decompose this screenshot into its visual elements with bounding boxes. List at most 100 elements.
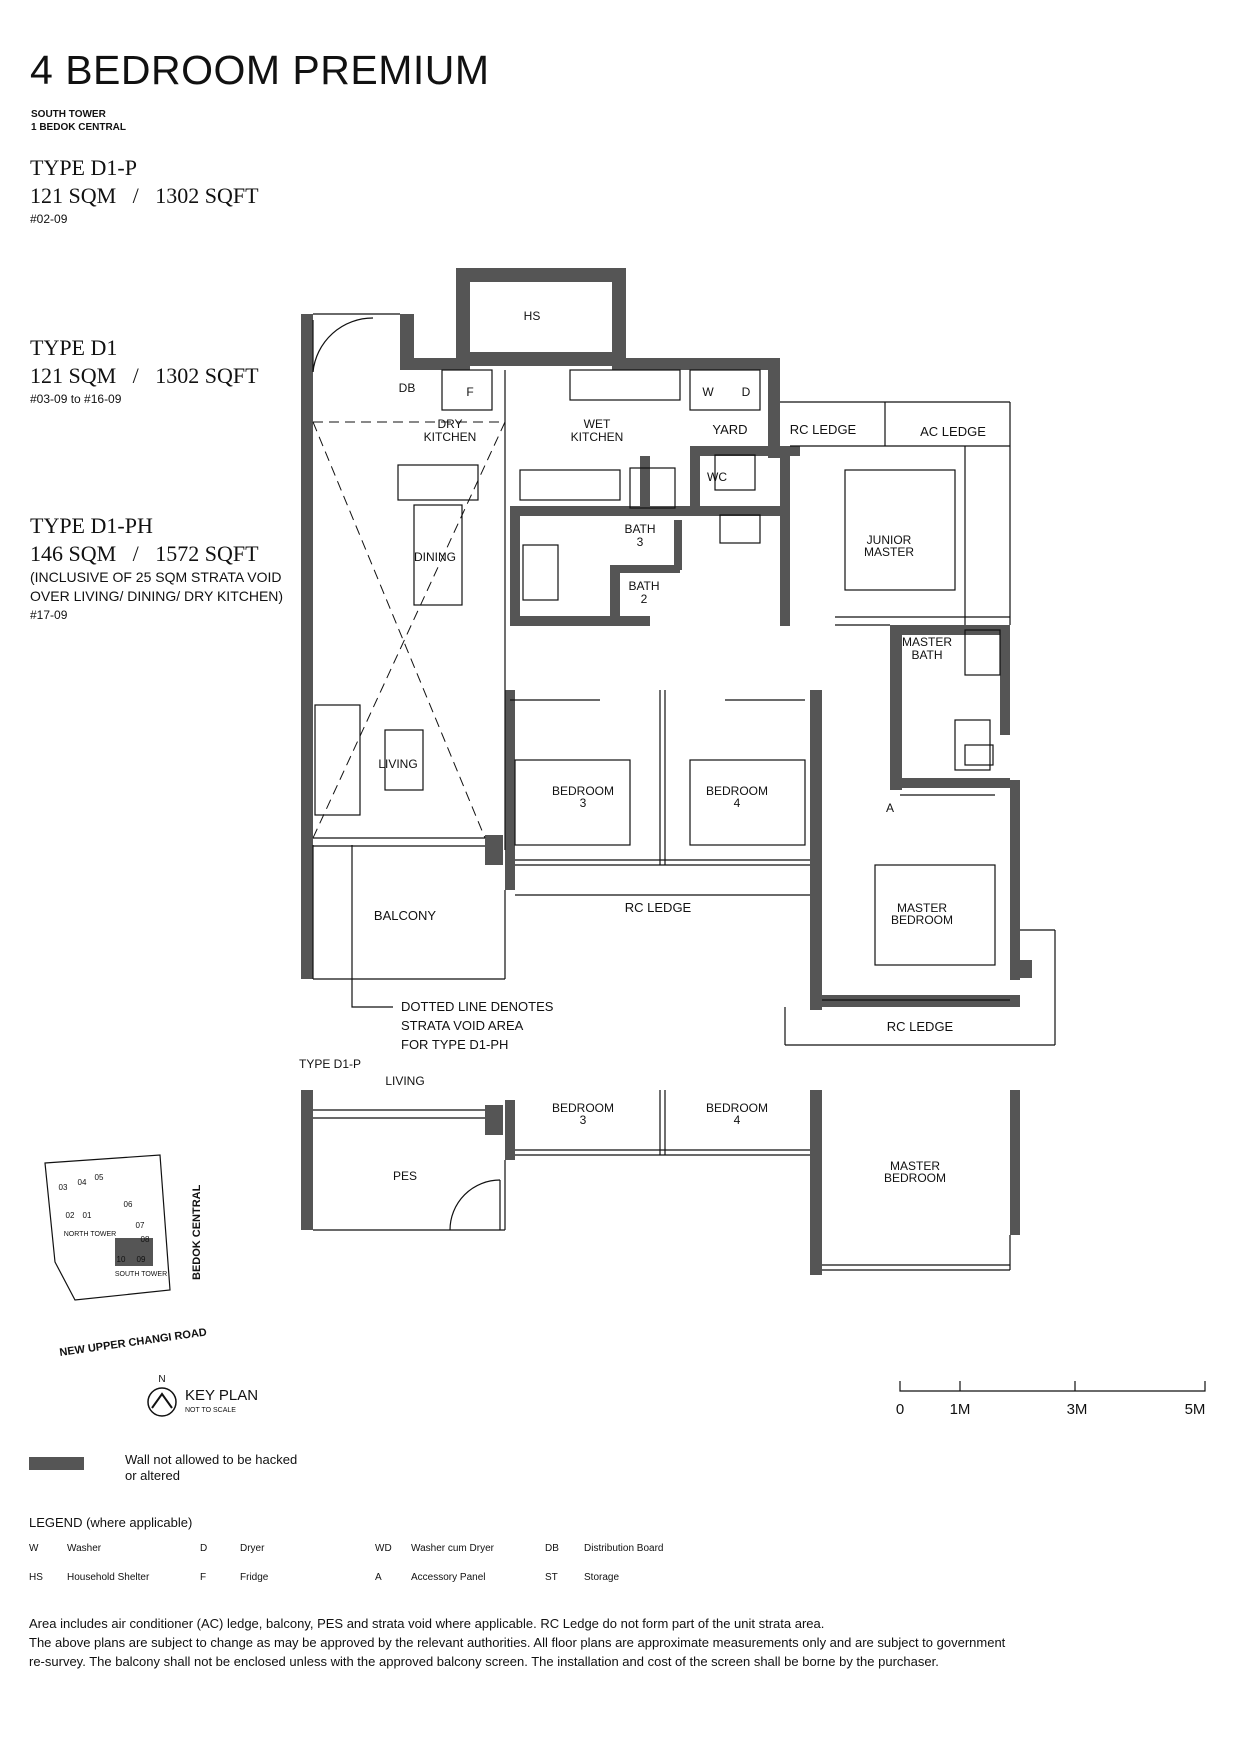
junior-master-label: MASTER — [864, 545, 914, 559]
north-arrow-icon — [147, 1387, 177, 1417]
disclaimer-line: re-survey. The balcony shall not be encl… — [29, 1654, 939, 1669]
master-bedroom-label: MASTER — [897, 901, 947, 915]
wall-legend: Wall not allowed to be hacked or altered — [125, 1452, 297, 1484]
d1p-master-label: MASTER — [890, 1159, 940, 1173]
wall-legend-line: or altered — [125, 1468, 180, 1483]
scale-tick: 1M — [950, 1401, 971, 1418]
unit-type-units: #17-09 — [30, 608, 68, 622]
junior-master-label: JUNIOR — [867, 533, 912, 547]
key-plan-label: KEY PLAN — [185, 1387, 258, 1404]
unit-type-area: 146 SQM / 1572 SQFT — [30, 541, 259, 566]
disclaimer: Area includes air conditioner (AC) ledge… — [29, 1614, 1209, 1671]
rc-ledge-label: RC LEDGE — [790, 422, 857, 437]
rc-ledge-label: RC LEDGE — [887, 1019, 954, 1034]
legend-desc: Distribution Board — [584, 1543, 664, 1554]
unit-type-note: OVER LIVING/ DINING/ DRY KITCHEN) — [30, 588, 284, 604]
accessory-panel-label: A — [886, 801, 894, 815]
key-unit: 08 — [141, 1235, 150, 1244]
key-unit: 02 — [66, 1211, 75, 1220]
master-bath-label: MASTER — [902, 635, 952, 649]
strata-note-line: DOTTED LINE DENOTES — [401, 999, 554, 1014]
disclaimer-line: Area includes air conditioner (AC) ledge… — [29, 1616, 825, 1631]
key-unit: 01 — [83, 1211, 92, 1220]
bedroom3-label: 3 — [580, 796, 587, 810]
legend-code: HS — [29, 1572, 43, 1583]
unit-type-d1: TYPE D1 121 SQM / 1302 SQFT #03-09 to #1… — [30, 334, 259, 408]
d1p-pes-label: PES — [393, 1169, 417, 1183]
d1p-bedroom4-label: BEDROOM — [706, 1101, 768, 1115]
key-unit: 10 — [117, 1255, 126, 1264]
unit-type-area: 121 SQM / 1302 SQFT — [30, 363, 259, 388]
master-bedroom-label: BEDROOM — [891, 913, 953, 927]
fridge-label: F — [466, 385, 473, 399]
yard-label: YARD — [712, 422, 747, 437]
d1p-plan: TYPE D1-P LIVING BEDROOM 3 BEDROOM 4 PES… — [299, 1057, 1020, 1275]
wall-legend-line: Wall not allowed to be hacked — [125, 1452, 298, 1467]
room-labels: HS DB F W D DRY KITCHEN WET KITCHEN YARD… — [374, 309, 986, 1034]
unit-type-d1ph: TYPE D1-PH 146 SQM / 1572 SQFT (INCLUSIV… — [30, 512, 283, 624]
key-north-tower: NORTH TOWER — [64, 1231, 117, 1238]
strata-void-note: DOTTED LINE DENOTES STRATA VOID AREA FOR… — [401, 999, 554, 1052]
legend-desc: Household Shelter — [67, 1572, 150, 1583]
key-plan: 03 04 05 06 02 01 07 08 10 09 NORTH TOWE… — [44, 1154, 258, 1417]
bath2-label: BATH — [628, 579, 659, 593]
unit-type-units: #03-09 to #16-09 — [30, 392, 122, 406]
strata-note-line: STRATA VOID AREA — [401, 1018, 524, 1033]
wc-label: WC — [707, 470, 727, 484]
d1p-living-label: LIVING — [385, 1074, 424, 1088]
key-unit: 03 — [59, 1183, 68, 1192]
dry-kitchen-label: KITCHEN — [424, 430, 477, 444]
unit-type-note: (INCLUSIVE OF 25 SQM STRATA VOID — [30, 569, 282, 585]
bath3-label: 3 — [637, 535, 644, 549]
key-unit: 07 — [136, 1221, 145, 1230]
legend-desc: Storage — [584, 1572, 620, 1583]
washer-label: W — [702, 385, 714, 399]
legend-code: ST — [545, 1572, 558, 1583]
key-unit: 04 — [78, 1178, 87, 1187]
dining-label: DINING — [414, 550, 456, 564]
structural-walls — [301, 268, 1032, 1010]
tower-name: SOUTH TOWER — [31, 109, 106, 120]
legend-desc: Accessory Panel — [411, 1572, 486, 1583]
hs-label: HS — [524, 309, 541, 323]
ac-ledge-label: AC LEDGE — [920, 424, 986, 439]
bath3-label: BATH — [624, 522, 655, 536]
balcony-label: BALCONY — [374, 908, 436, 923]
d1p-title: TYPE D1-P — [299, 1057, 361, 1071]
strata-note-line: FOR TYPE D1-PH — [401, 1037, 508, 1052]
unit-type-d1p: TYPE D1-P 121 SQM / 1302 SQFT #02-09 — [30, 154, 259, 228]
bedroom4-label: 4 — [734, 796, 741, 810]
key-road-right: BEDOK CENTRAL — [191, 1184, 203, 1280]
key-unit: 06 — [124, 1200, 133, 1209]
d1p-bedroom4-label: 4 — [734, 1113, 741, 1127]
unit-type-name: TYPE D1-PH — [30, 513, 153, 538]
unit-type-name: TYPE D1-P — [30, 155, 137, 180]
unit-type-units: #02-09 — [30, 212, 68, 226]
legend-code: F — [200, 1572, 207, 1583]
legend-desc: Washer — [67, 1543, 102, 1554]
unit-type-area: 121 SQM / 1302 SQFT — [30, 183, 259, 208]
bedroom3-label: BEDROOM — [552, 784, 614, 798]
thin-lines — [312, 313, 1056, 1046]
d1p-bedroom3-label: BEDROOM — [552, 1101, 614, 1115]
legend-desc: Dryer — [240, 1543, 265, 1554]
wet-kitchen-label: WET — [584, 417, 611, 431]
unit-type-name: TYPE D1 — [30, 335, 118, 360]
rc-ledge-label: RC LEDGE — [625, 900, 692, 915]
d1p-master-label: BEDROOM — [884, 1171, 946, 1185]
north-label: N — [158, 1374, 165, 1385]
bedroom4-label: BEDROOM — [706, 784, 768, 798]
scale-bar: 0 1M 3M 5M — [896, 1381, 1206, 1418]
page-title: 4 BEDROOM PREMIUM — [30, 47, 490, 93]
master-bath-label: BATH — [911, 648, 942, 662]
dry-kitchen-label: DRY — [437, 417, 462, 431]
living-label: LIVING — [378, 757, 417, 771]
d1p-bedroom3-label: 3 — [580, 1113, 587, 1127]
scale-tick: 5M — [1185, 1401, 1206, 1418]
key-plan-sub: NOT TO SCALE — [185, 1407, 236, 1414]
legend-title: LEGEND (where applicable) — [29, 1515, 193, 1530]
dryer-label: D — [742, 385, 751, 399]
bath2-label: 2 — [641, 592, 648, 606]
tower-address: 1 BEDOK CENTRAL — [31, 122, 127, 133]
scale-tick: 0 — [896, 1401, 904, 1418]
